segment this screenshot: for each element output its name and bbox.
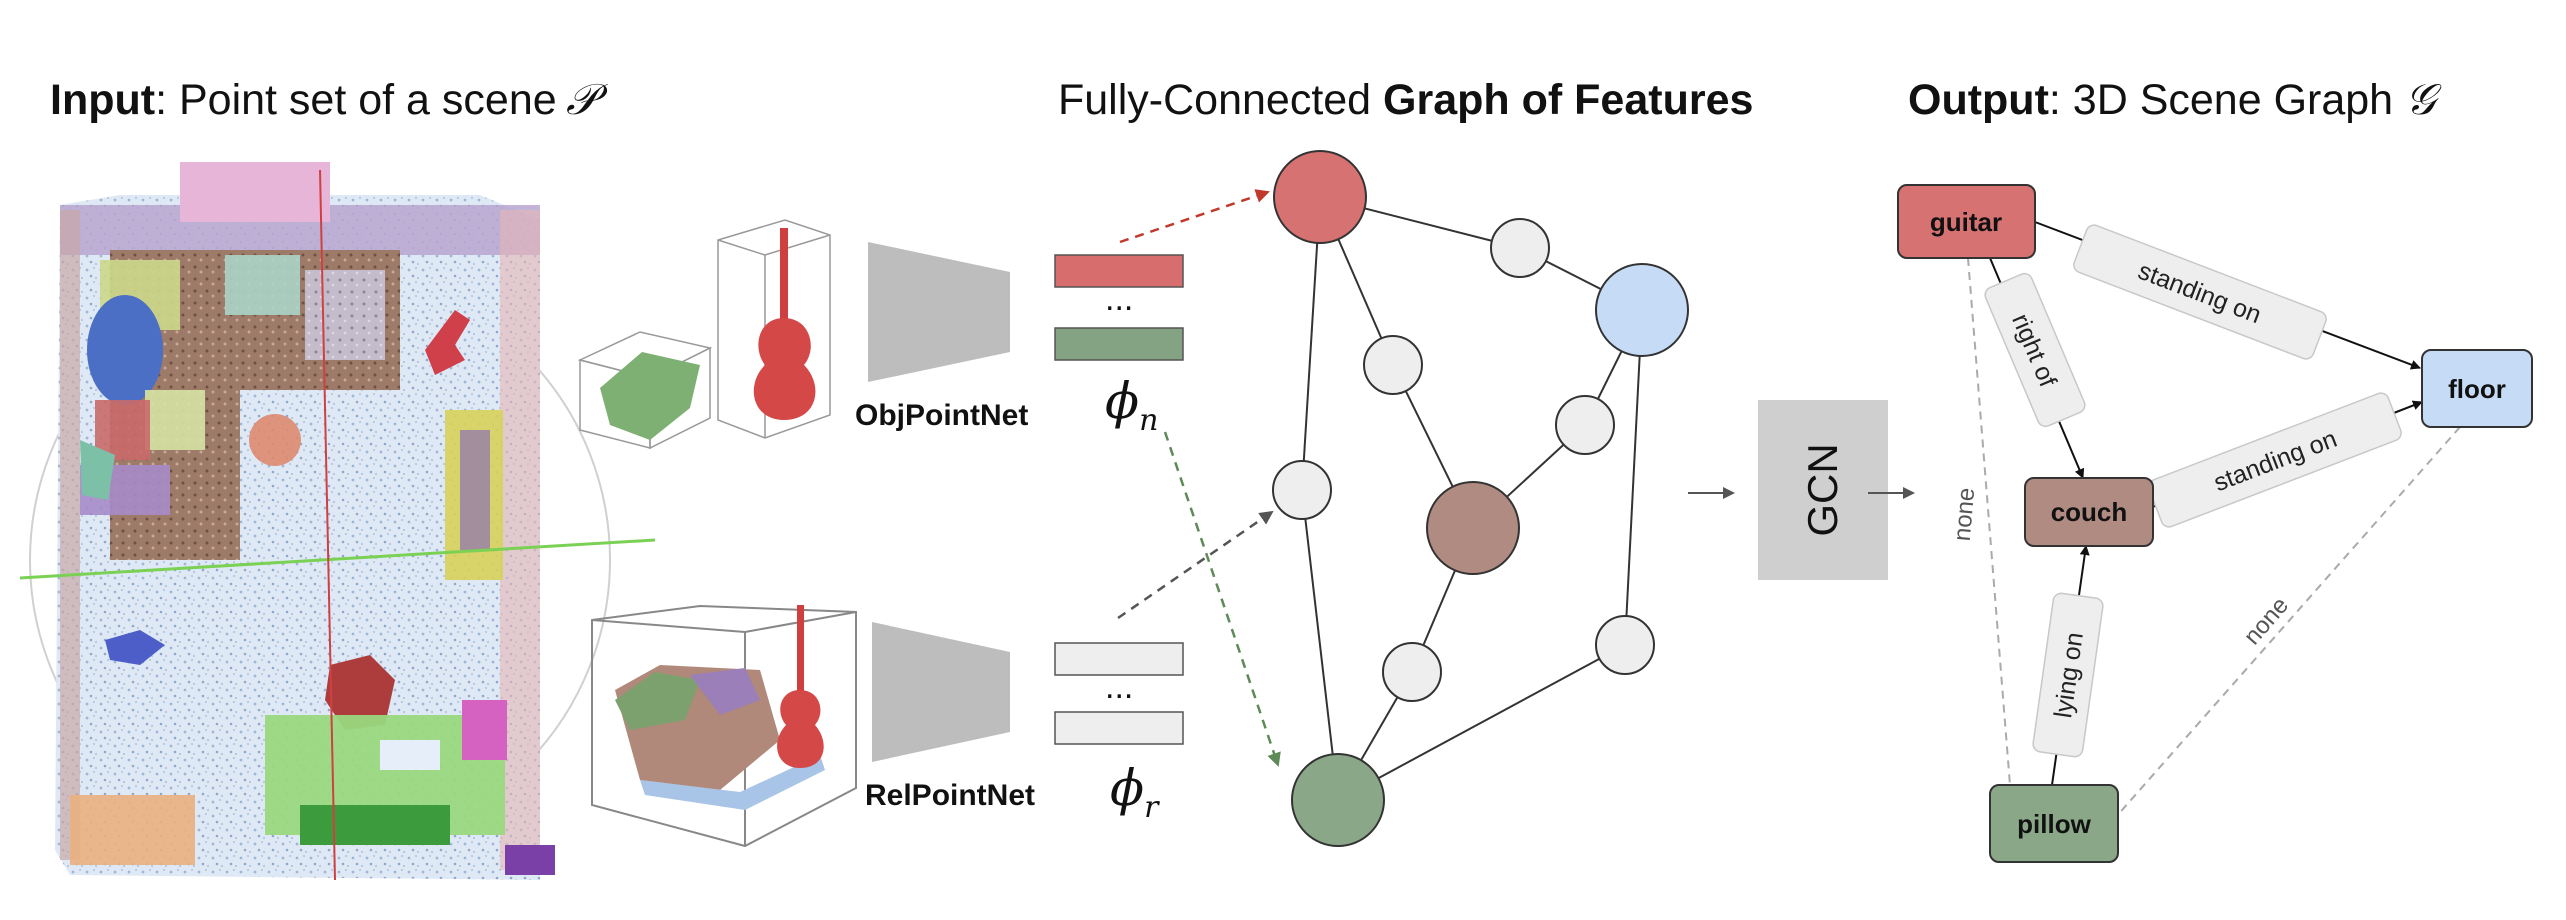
svg-text:floor: floor [2448, 374, 2506, 404]
objpointnet-label: ObjPointNet [855, 399, 1028, 432]
edge-feature-ellipsis: ... [1105, 668, 1133, 706]
gcn-block [1758, 400, 1888, 580]
svg-text:pillow: pillow [2017, 809, 2091, 839]
node-feature-green [1054, 327, 1184, 361]
edge-feature-1 [1054, 642, 1184, 676]
svg-text:couch: couch [2051, 497, 2128, 527]
objpointnet-block [868, 242, 1010, 382]
graph-edge-node-1 [1490, 218, 1550, 278]
phi-r: ϕr [1110, 759, 1160, 825]
scene-node-couch: couch [2024, 477, 2154, 547]
node-feature-red [1054, 254, 1184, 288]
edge-feature-arrow [1117, 510, 1274, 620]
node-feature-ellipsis: ... [1105, 280, 1133, 318]
scene-node-pillow: pillow [1989, 784, 2119, 863]
green-feature-arrow [1163, 431, 1281, 767]
relation-crop [591, 604, 857, 848]
red-feature-arrow [1119, 189, 1270, 244]
gcn-label: GCN [1799, 443, 1846, 536]
relpointnet-block [872, 622, 1010, 762]
edge-label-couch-floor: standing on [2148, 392, 2402, 528]
output-title: Output: 3D Scene Graph [1908, 76, 2393, 124]
edge-label-guitar-couch: right of [1984, 272, 2086, 428]
edge-feature-2 [1054, 711, 1184, 745]
edge-label-guitar-pillow: none [1949, 487, 1981, 543]
scene-point-cloud [19, 162, 656, 881]
phi-n: ϕn [1105, 372, 1158, 438]
graph-node-green [1291, 753, 1385, 847]
edge-label-floor-pillow: none [2239, 592, 2294, 650]
graph-edge-node-5 [1382, 642, 1442, 702]
graph-node-blue [1595, 263, 1689, 357]
input-title: Input: Point set of a scene [50, 76, 557, 124]
relpointnet-label: RelPointNet [865, 779, 1035, 812]
graph-node-brown [1426, 481, 1520, 575]
object-crop-guitar [717, 219, 831, 439]
graph-edge-node-3 [1555, 395, 1615, 455]
graph-node-red [1273, 150, 1367, 244]
scene-node-guitar: guitar [1897, 184, 2036, 259]
edge-label-pillow-couch: lying on [2032, 592, 2104, 758]
scene-node-floor: floor [2421, 349, 2533, 428]
edge-label-guitar-floor: standing on [2073, 224, 2327, 360]
svg-text:guitar: guitar [1930, 207, 2002, 237]
input-symbol: 𝒫 [566, 75, 608, 125]
graph-edge-node-2 [1363, 335, 1423, 395]
graph-edge-node-4 [1272, 460, 1332, 520]
output-symbol: 𝒢 [2405, 75, 2442, 125]
graph-title: Fully-Connected Graph of Features [1058, 76, 1753, 124]
object-crop-pillow [577, 331, 713, 450]
graph-edge-node-6 [1595, 615, 1655, 675]
